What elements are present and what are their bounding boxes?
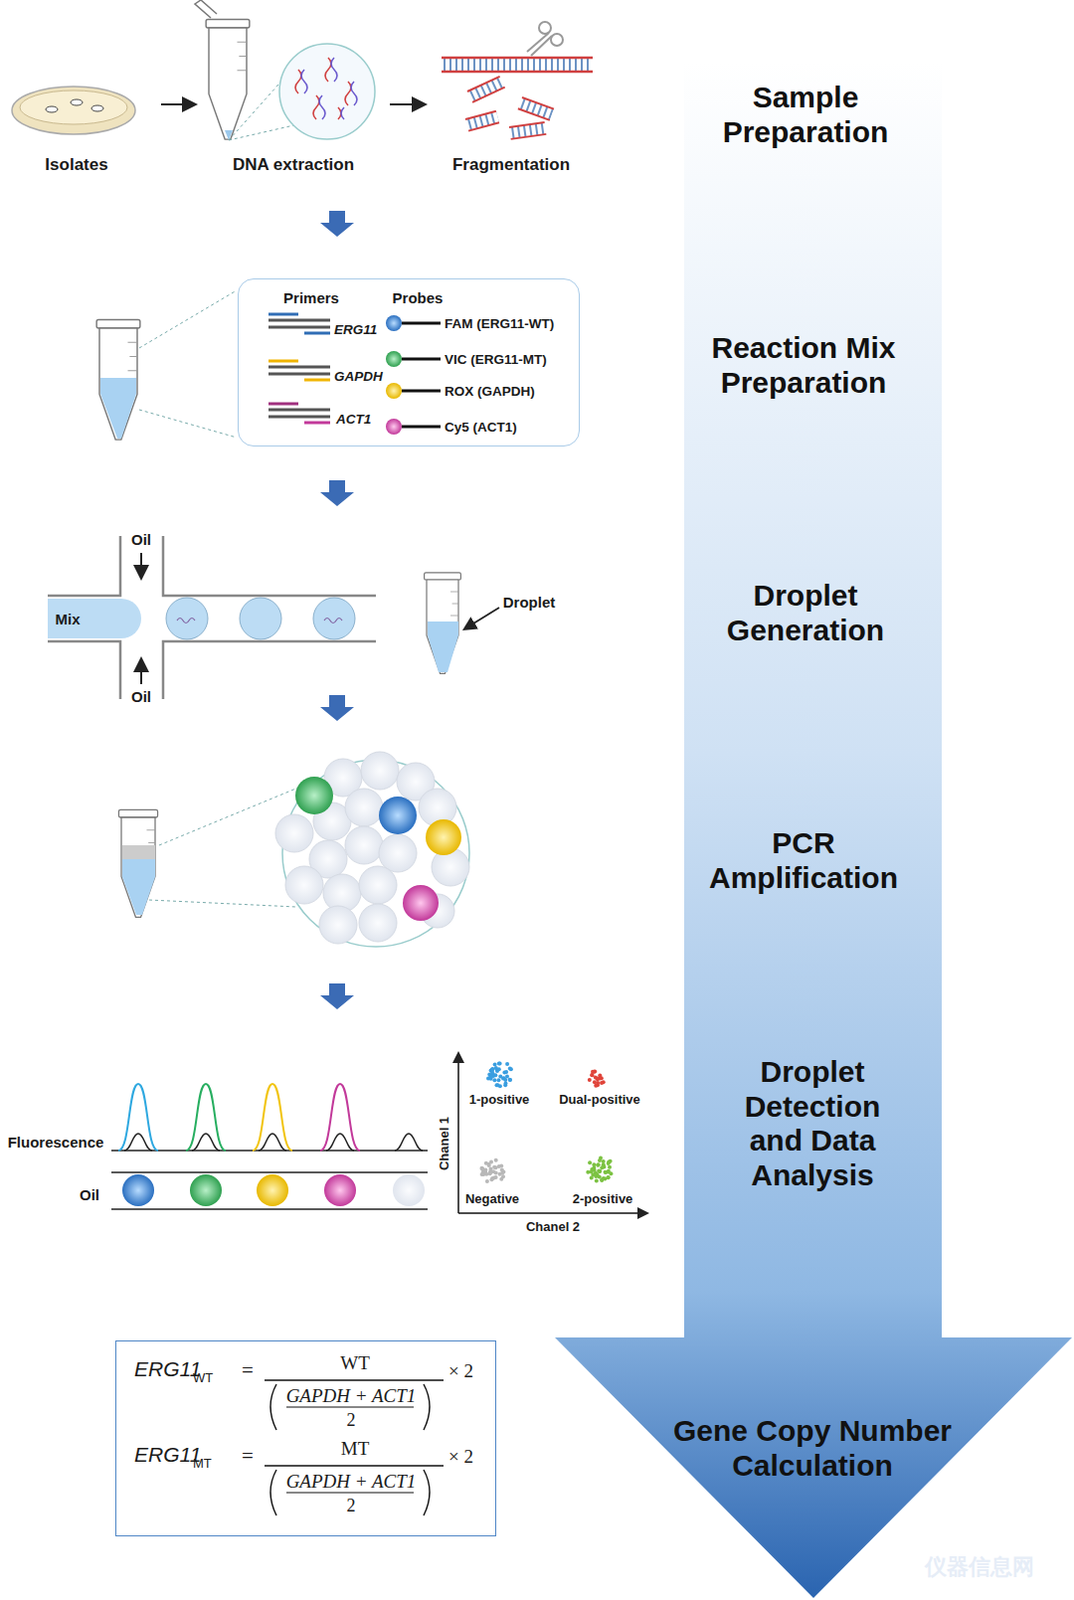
process-arrow: Sample PreparationReaction Mix Preparati… xyxy=(554,61,1073,1599)
stage-label: Droplet Generation xyxy=(691,578,920,648)
text-label: Oil xyxy=(131,531,152,548)
text-label: 2-positive xyxy=(572,1192,634,1208)
formula-text: × 2 xyxy=(448,1360,474,1383)
formula-text: WT xyxy=(192,1371,213,1387)
text-label: Chanel 1 xyxy=(437,1116,453,1171)
formula-text: GAPDH + ACT1 xyxy=(286,1385,417,1408)
reaction-label: ROX (GAPDH) xyxy=(444,383,536,400)
formula-text: = xyxy=(241,1443,254,1468)
formula-text: ERG11 xyxy=(134,1442,201,1467)
text-label: Fragmentation xyxy=(452,155,570,176)
reaction-label: ERG11 xyxy=(334,322,377,339)
formula-text: 2 xyxy=(347,1410,357,1432)
formula-text: = xyxy=(241,1358,254,1383)
stage-label: PCR Amplification xyxy=(684,826,923,895)
reaction-label: FAM (ERG11-WT) xyxy=(444,316,554,333)
watermark: 仪器信息网 xyxy=(924,1554,1035,1580)
formula-text: × 2 xyxy=(448,1445,474,1468)
formula-text: 2 xyxy=(347,1495,357,1517)
text-label: DNA extraction xyxy=(232,155,355,176)
text-label: Isolates xyxy=(44,155,108,176)
stage-label: Droplet Detection and Data Analysis xyxy=(722,1055,902,1193)
reaction-label: Cy5 (ACT1) xyxy=(444,419,518,436)
reaction-label: Primers xyxy=(283,289,340,307)
text-label: Oil xyxy=(131,688,152,706)
formula-text: GAPDH + ACT1 xyxy=(286,1470,417,1493)
text-label: Chanel 2 xyxy=(526,1220,580,1236)
text-label: Dual-positive xyxy=(558,1092,641,1108)
text-label: Droplet xyxy=(503,593,556,611)
reaction-label: Probes xyxy=(392,289,444,307)
reaction-label: GAPDH xyxy=(334,368,383,385)
formula-text: MT xyxy=(192,1456,212,1472)
reaction-mix-box: Primers ProbesERG11GAPDH ACT1 FAM (ERG11-WT… xyxy=(237,278,580,447)
text-label: Fluorescence xyxy=(7,1133,105,1151)
text-label: 1-positive xyxy=(469,1092,531,1108)
formula-text: WT xyxy=(340,1352,370,1375)
text-label: Negative xyxy=(465,1192,520,1208)
stage-label: Reaction Mix Preparation xyxy=(684,331,923,400)
reaction-label: ACT1 xyxy=(336,411,371,428)
formula-text: ERG11 xyxy=(134,1357,201,1382)
stage-label: Sample Preparation xyxy=(696,80,915,150)
formula-box: ERG11WT=WTGAPDH + ACT12× 2ERG11MT=MTGAPD… xyxy=(115,1340,497,1537)
text-label: Mix xyxy=(54,610,80,628)
formula-text: MT xyxy=(341,1437,370,1460)
reaction-label: VIC (ERG11-MT) xyxy=(444,352,547,368)
stage-label: Gene Copy Number Calculation xyxy=(648,1414,977,1483)
text-label: Oil xyxy=(79,1186,100,1204)
